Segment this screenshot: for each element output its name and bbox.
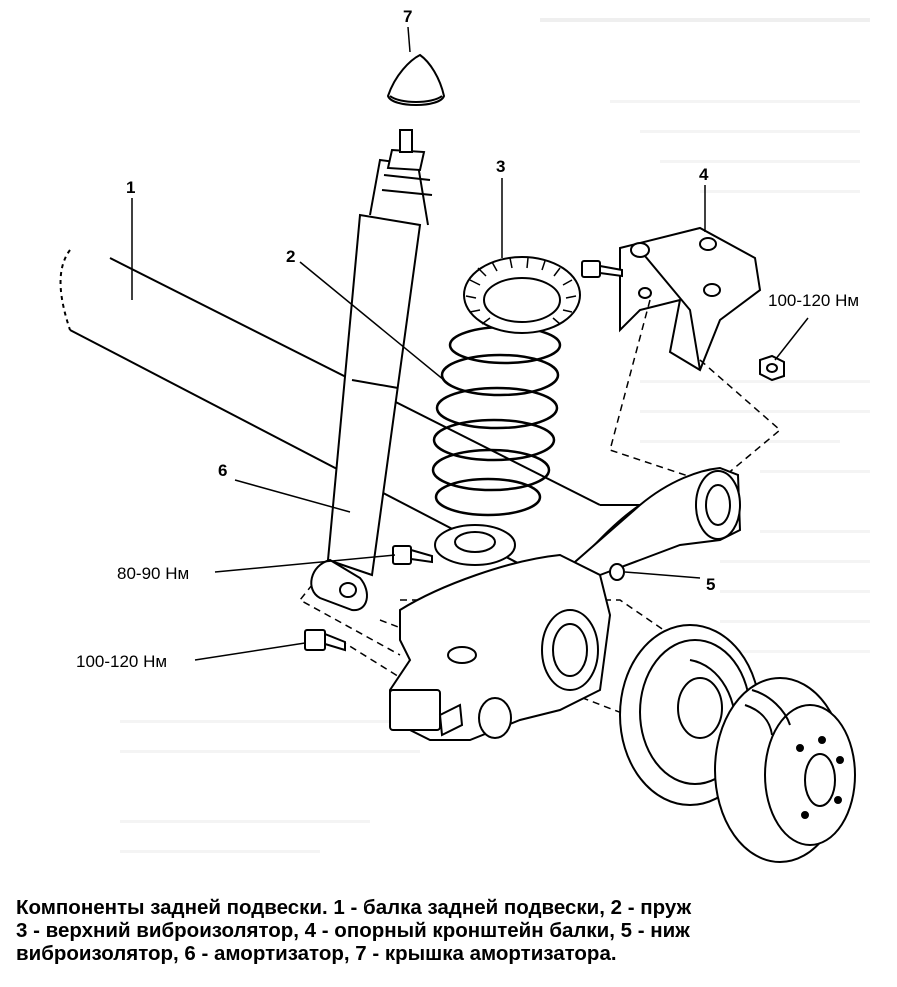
label-7: 7 (403, 7, 412, 26)
label-2: 2 (286, 247, 295, 266)
lower-isolator (434, 524, 516, 566)
trailing-arm (389, 466, 742, 741)
torque-shock-upper-bolt: 80-90 Нм (117, 564, 189, 583)
coil-spring (431, 325, 562, 517)
caption-line-2: 3 - верхний виброизолятор, 4 - опорный к… (16, 919, 690, 942)
support-bracket (581, 226, 785, 382)
leader-lines (131, 26, 809, 661)
torque-shock-lower-bolt: 100-120 Нм (76, 652, 167, 671)
bleed-through-texture (120, 18, 870, 853)
brake-drum-assembly (619, 624, 856, 863)
figure-caption: Компоненты задней подвески. 1 - балка за… (16, 896, 896, 965)
label-1: 1 (126, 178, 135, 197)
shock-absorber (310, 129, 433, 612)
shock-cap (386, 53, 446, 106)
label-3: 3 (496, 157, 505, 176)
suspension-diagram: 1 2 3 4 5 6 7 100-120 Нм 80-90 Нм 100-12… (59, 7, 870, 863)
caption-line-3: виброизолятор, 6 - амортизатор, 7 - крыш… (16, 942, 617, 965)
shock-bolts (304, 545, 433, 652)
caption-line-1: Компоненты задней подвески. 1 - балка за… (16, 896, 692, 919)
label-6: 6 (218, 461, 227, 480)
torque-bracket-nut: 100-120 Нм (768, 291, 859, 310)
label-5: 5 (706, 575, 715, 594)
upper-isolator (463, 256, 581, 334)
label-4: 4 (699, 165, 709, 184)
